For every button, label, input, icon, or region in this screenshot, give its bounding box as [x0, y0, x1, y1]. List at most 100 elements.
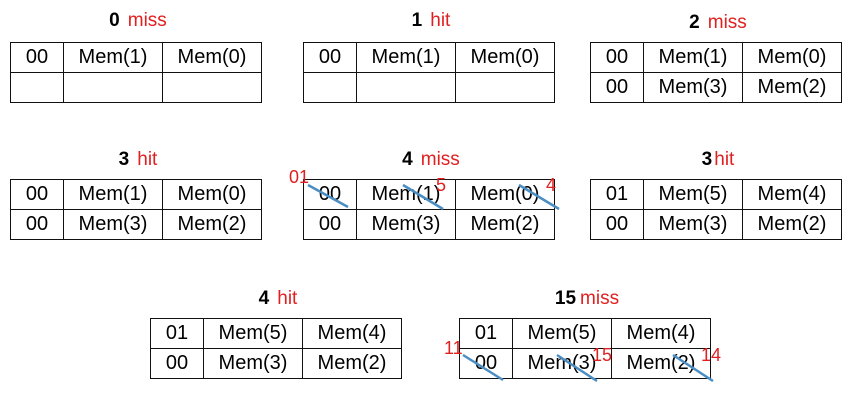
tag-cell: 00	[590, 42, 644, 73]
block-word-0-cell: Mem(4)	[302, 318, 402, 349]
access-result: hit	[137, 149, 158, 170]
access-address: 1	[411, 10, 423, 31]
step-title: 4 miss	[303, 149, 559, 171]
block-word-1-cell: Mem(5)	[203, 318, 303, 349]
step-title: 4 hit	[150, 288, 406, 310]
block-word-1-cell: Mem(3)	[643, 72, 743, 103]
tag-cell	[10, 72, 64, 103]
cache-table: 00 Mem(1) Mem(0) 00 Mem(3) Mem(2)	[10, 179, 262, 240]
block-word-1-cell	[356, 72, 456, 103]
cache-row: 00 Mem(3) Mem(2)	[150, 348, 402, 379]
tag-cell: 00	[303, 42, 357, 73]
cache-row: 01 Mem(5) Mem(4)	[590, 179, 842, 210]
tag-cell: 01	[150, 318, 204, 349]
block-word-1-cell: Mem(1)	[356, 42, 456, 73]
block-word-1-cell: Mem(1)	[63, 179, 163, 210]
tag-cell: 00	[459, 348, 513, 379]
block-word-1-cell: Mem(3)	[643, 209, 743, 240]
step-2-cache-state: 2 miss 00 Mem(1) Mem(0) 00 Mem(3) Mem(2)	[590, 10, 846, 105]
access-address: 2	[689, 12, 700, 33]
block-word-0-cell: Mem(2)	[302, 348, 402, 379]
step-title: 0 miss	[10, 10, 266, 32]
cache-table: 01 Mem(5) Mem(4) 00 Mem(3) Mem(2)	[150, 318, 402, 379]
tag-cell	[303, 72, 357, 103]
access-result: hit	[277, 288, 298, 309]
block-word-1-cell: Mem(1)	[643, 42, 743, 73]
access-address: 3	[701, 149, 713, 170]
block-word-0-cell: Mem(2)	[742, 209, 842, 240]
cache-row: 00 Mem(3) Mem(2)	[303, 209, 555, 240]
access-result: miss	[707, 12, 747, 33]
block-word-0-cell: Mem(2)	[162, 209, 262, 240]
block-word-1-cell: Mem(3)	[512, 348, 612, 379]
step-title: 1 hit	[303, 10, 559, 32]
access-address: 4	[402, 149, 413, 170]
block-word-0-cell: Mem(0)	[455, 42, 555, 73]
step-3-cache-state: 3 hit 00 Mem(1) Mem(0) 00 Mem(3) Mem(2)	[10, 149, 266, 244]
cache-row: 00 Mem(1) Mem(0)	[590, 42, 842, 73]
block-word-0-cell: Mem(0)	[162, 42, 262, 73]
tag-cell: 00	[303, 209, 357, 240]
cache-row: 00 Mem(1) Mem(0)	[10, 42, 262, 73]
tag-cell: 00	[150, 348, 204, 379]
cache-row: 00 Mem(3) Mem(2)	[459, 348, 711, 379]
cache-table: 00 Mem(1) Mem(0) 00 Mem(3) Mem(2)	[303, 179, 555, 240]
cache-row: 00 Mem(3) Mem(2)	[10, 209, 262, 240]
step-6-cache-state: 4 hit 01 Mem(5) Mem(4) 00 Mem(3) Mem(2)	[150, 288, 406, 383]
block-word-0-cell	[162, 72, 262, 103]
block-word-1-cell: Mem(1)	[356, 179, 456, 210]
tag-cell: 00	[10, 42, 64, 73]
step-title: 3 hit	[10, 149, 266, 171]
tag-cell: 01	[590, 179, 644, 210]
cache-row: 00 Mem(3) Mem(2)	[590, 72, 842, 103]
access-result: hit	[714, 149, 735, 170]
access-address: 0	[109, 10, 120, 31]
block-word-0-cell: Mem(0)	[742, 42, 842, 73]
access-result: miss	[420, 149, 460, 170]
block-word-0-cell: Mem(4)	[611, 318, 711, 349]
step-1-cache-state: 1 hit 00 Mem(1) Mem(0)	[303, 10, 559, 105]
block-word-0-cell: Mem(2)	[611, 348, 711, 379]
access-address: 3	[118, 149, 130, 170]
block-word-1-cell: Mem(1)	[63, 42, 163, 73]
block-word-1-cell: Mem(5)	[643, 179, 743, 210]
block-word-1-cell: Mem(3)	[203, 348, 303, 379]
cache-row: 00 Mem(3) Mem(2)	[590, 209, 842, 240]
cache-table: 00 Mem(1) Mem(0)	[10, 42, 262, 103]
cache-row: 01 Mem(5) Mem(4)	[150, 318, 402, 349]
block-word-0-cell: Mem(0)	[455, 179, 555, 210]
cache-table: 01 Mem(5) Mem(4) 00 Mem(3) Mem(2)	[590, 179, 842, 240]
access-address: 4	[258, 288, 270, 309]
access-result: miss	[127, 10, 167, 31]
cache-table: 01 Mem(5) Mem(4) 00 Mem(3) Mem(2)	[459, 318, 711, 379]
access-result: miss	[580, 288, 620, 309]
cache-row	[303, 72, 555, 103]
access-result: hit	[430, 10, 451, 31]
block-word-0-cell	[455, 72, 555, 103]
block-word-1-cell	[63, 72, 163, 103]
block-word-0-cell: Mem(2)	[742, 72, 842, 103]
tag-cell: 00	[10, 179, 64, 210]
step-0-cache-state: 0 miss 00 Mem(1) Mem(0)	[10, 10, 266, 105]
cache-table: 00 Mem(1) Mem(0) 00 Mem(3) Mem(2)	[590, 42, 842, 103]
access-address: 15	[554, 288, 577, 309]
block-word-1-cell: Mem(3)	[63, 209, 163, 240]
cache-row: 00 Mem(1) Mem(0)	[10, 179, 262, 210]
cache-row: 00 Mem(1) Mem(0)	[303, 179, 555, 210]
cache-row	[10, 72, 262, 103]
tag-cell: 00	[590, 72, 644, 103]
tag-cell: 00	[303, 179, 357, 210]
cache-row: 01 Mem(5) Mem(4)	[459, 318, 711, 349]
block-word-1-cell: Mem(3)	[356, 209, 456, 240]
block-word-0-cell: Mem(2)	[455, 209, 555, 240]
step-title: 2 miss	[590, 12, 846, 34]
tag-cell: 01	[459, 318, 513, 349]
tag-cell: 00	[590, 209, 644, 240]
block-word-0-cell: Mem(0)	[162, 179, 262, 210]
cache-row: 00 Mem(1) Mem(0)	[303, 42, 555, 73]
block-word-1-cell: Mem(5)	[512, 318, 612, 349]
